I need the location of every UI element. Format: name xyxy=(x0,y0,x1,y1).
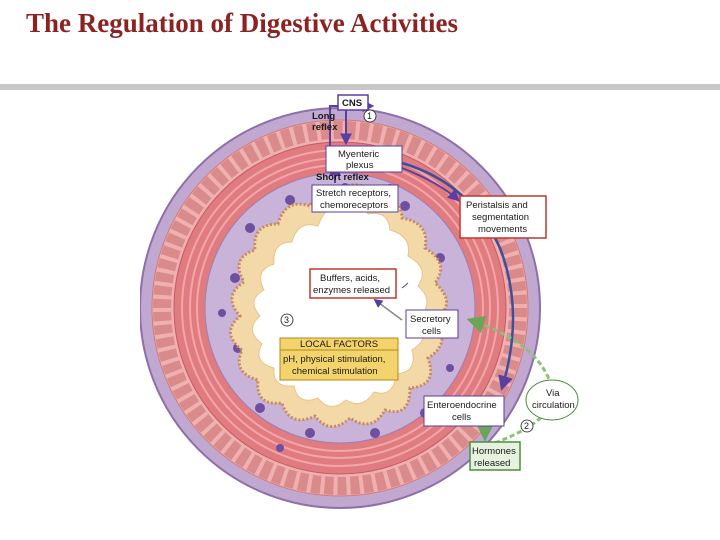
step-2-label: 2 xyxy=(524,421,529,431)
entero-label-1: Enteroendocrine xyxy=(427,400,497,411)
myenteric-label-2: plexus xyxy=(346,160,374,171)
stretch-receptors-box: Stretch receptors, chemoreceptors xyxy=(311,184,399,213)
step-2-marker xyxy=(520,419,534,433)
peristalsis-arrow xyxy=(401,167,460,202)
via-label-1: Via xyxy=(546,388,560,399)
secretory-arrow xyxy=(401,282,409,289)
cns-label: CNS xyxy=(342,98,362,109)
local-factors-box: LOCAL FACTORS pH, physical stimulation, … xyxy=(279,337,399,381)
local-factors-title: LOCAL FACTORS xyxy=(300,339,378,350)
motor-arc-arrow xyxy=(401,161,515,391)
cell-pattern-ring xyxy=(153,121,527,495)
digestive-regulation-diagram: CNS Long reflex 1 Myenteric plexus Short… xyxy=(140,94,579,509)
secretory-label-2: cells xyxy=(422,326,441,337)
title-divider xyxy=(0,84,720,90)
hormones-label-2: released xyxy=(474,458,510,469)
via-label-2: circulation xyxy=(532,400,575,411)
buffers-label-2: enzymes released xyxy=(313,285,390,296)
buffer-release-arrow xyxy=(373,298,403,321)
peristalsis-box: Peristalsis and segmentation movements xyxy=(459,195,547,239)
buffers-box: Buffers, acids, enzymes released xyxy=(309,268,397,299)
peristalsis-label-2: segmentation xyxy=(472,212,529,223)
buffers-label-1: Buffers, acids, xyxy=(320,273,380,284)
via-circulation-bubble: Via circulation xyxy=(525,379,579,421)
short-reflex-label: Short reflex xyxy=(316,172,370,183)
local-factors-detail-2: chemical stimulation xyxy=(292,366,378,377)
myenteric-plexus-box: Myenteric plexus xyxy=(325,145,403,173)
submucosa-cells xyxy=(218,183,454,452)
step-3-label: 3 xyxy=(284,315,289,325)
stretch-label-2: chemoreceptors xyxy=(320,200,388,211)
myenteric-label-1: Myenteric xyxy=(338,149,379,160)
peristalsis-label-1: Peristalsis and xyxy=(466,200,528,211)
stretch-label-1: Stretch receptors, xyxy=(316,188,391,199)
local-factors-detail-1: pH, physical stimulation, xyxy=(283,354,385,365)
cns-box: CNS xyxy=(337,94,369,111)
peristalsis-label-3: movements xyxy=(478,224,527,235)
hormones-released-box: Hormones released xyxy=(469,441,521,471)
slide-title: The Regulation of Digestive Activities xyxy=(26,8,458,38)
secretory-label-1: Secretory xyxy=(410,314,451,325)
hormones-label-1: Hormones xyxy=(472,446,516,457)
entero-label-2: cells xyxy=(452,412,471,423)
long-reflex-label-1: Long xyxy=(312,111,335,122)
long-reflex-label-2: reflex xyxy=(312,122,338,133)
enteroendocrine-cells-box: Enteroendocrine cells xyxy=(423,395,505,427)
step-1-marker xyxy=(363,109,377,123)
secretory-cells-box: Secretory cells xyxy=(405,309,459,339)
step-3-marker xyxy=(280,313,294,327)
step-1-label: 1 xyxy=(367,111,372,121)
